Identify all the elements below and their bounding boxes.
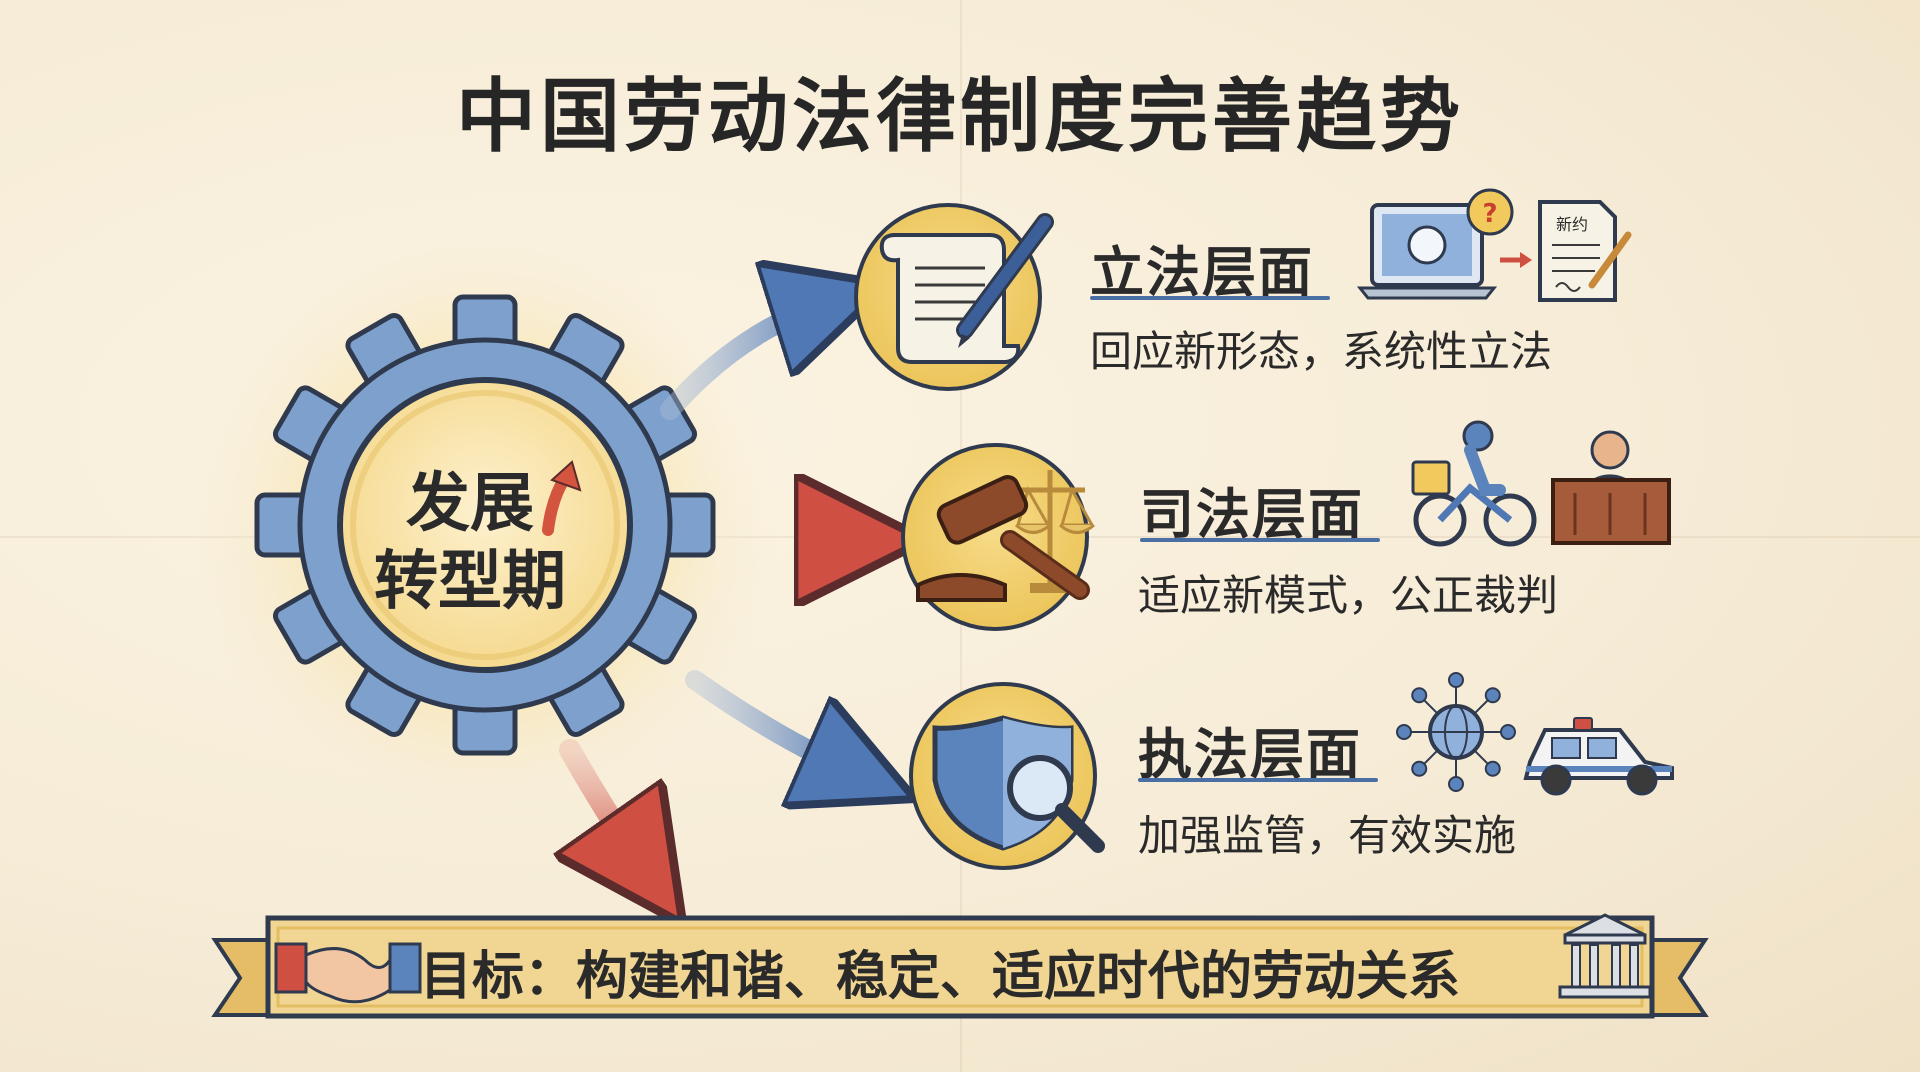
shield-magnifier-icon bbox=[909, 682, 1105, 870]
network-node bbox=[1411, 760, 1428, 777]
page-title: 中国劳动法律制度完善趋势 bbox=[456, 70, 1464, 163]
legislation-underline bbox=[1090, 296, 1330, 300]
goal-text: 目标：构建和谐、稳定、适应时代的劳动关系 bbox=[420, 947, 1461, 1007]
svg-text:?: ? bbox=[1482, 199, 1497, 229]
laptop-question-icon: ? bbox=[1356, 188, 1532, 300]
arrow-to-goal bbox=[570, 739, 645, 870]
legislation-title: 立法层面 bbox=[1090, 241, 1314, 304]
legislation-subtitle: 回应新形态，系统性立法 bbox=[1090, 327, 1553, 376]
judiciary-title: 司法层面 bbox=[1140, 483, 1364, 546]
network-globe-icon bbox=[1396, 672, 1516, 792]
growth-arrowhead bbox=[550, 460, 582, 492]
scroll-pen-icon bbox=[854, 203, 1054, 391]
network-node bbox=[1484, 687, 1501, 704]
judge-bench-icon bbox=[1551, 430, 1671, 545]
judiciary-subtitle: 适应新模式，公正裁判 bbox=[1138, 571, 1559, 620]
svg-text:新约: 新约 bbox=[1556, 215, 1588, 234]
police-car-icon bbox=[1523, 717, 1674, 796]
network-node bbox=[1411, 687, 1428, 704]
gavel-scales-icon bbox=[901, 443, 1095, 631]
enforcement-title: 执法层面 bbox=[1138, 723, 1362, 786]
contract-icon: 新约 bbox=[1538, 200, 1632, 302]
enforcement-subtitle: 加强监管，有效实施 bbox=[1138, 811, 1517, 860]
handshake-icon bbox=[274, 942, 422, 1004]
gear-icon bbox=[254, 294, 716, 756]
network-node bbox=[1448, 672, 1464, 688]
enforcement-underline bbox=[1138, 778, 1378, 782]
arrow-to-legislation bbox=[660, 302, 830, 420]
network-node bbox=[1448, 776, 1464, 792]
network-node bbox=[1396, 724, 1412, 740]
goal-banner bbox=[211, 915, 1709, 1019]
delivery-rider-icon bbox=[1411, 420, 1537, 547]
hub-line-1: 发展 bbox=[406, 467, 534, 541]
institution-icon bbox=[1558, 913, 1652, 999]
network-node bbox=[1500, 724, 1516, 740]
hub-line-2: 转型期 bbox=[374, 545, 566, 619]
network-node bbox=[1484, 760, 1501, 777]
arrow-to-enforcement bbox=[685, 670, 860, 775]
judiciary-underline bbox=[1140, 538, 1380, 542]
